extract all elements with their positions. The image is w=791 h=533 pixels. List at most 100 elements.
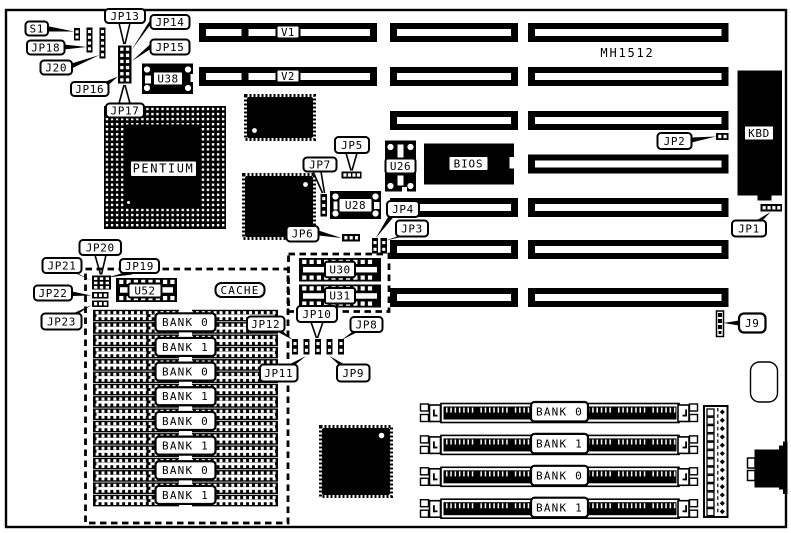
kbd-label: KBD bbox=[743, 124, 775, 142]
simm-bank-label-1-text: BANK 0 bbox=[536, 406, 583, 419]
cache-bank-label-3-text: BANK 0 bbox=[162, 366, 209, 379]
jp12-label-box bbox=[246, 315, 286, 333]
qfp-chip-b bbox=[242, 173, 316, 240]
isa-slot-left-1 bbox=[390, 23, 518, 42]
jp10-label-box bbox=[296, 305, 338, 323]
jp14-label: JP14 bbox=[149, 14, 191, 30]
isa-slot-right-5 bbox=[528, 198, 729, 217]
bios-label-box bbox=[447, 155, 490, 172]
jp23-jumper bbox=[92, 300, 109, 307]
jp12-leader bbox=[277, 331, 293, 340]
simm-bank-label-4-text: BANK 1 bbox=[536, 501, 583, 514]
jp1-leader bbox=[756, 212, 771, 221]
keyboard-connector: KBD bbox=[737, 70, 782, 201]
jp2-leader bbox=[691, 136, 716, 143]
u28-label-box bbox=[337, 197, 374, 214]
port-plug-1 bbox=[746, 457, 756, 469]
jp20-label: JP20 bbox=[78, 239, 122, 256]
jp18-leader bbox=[64, 44, 87, 50]
jp13-17-jumper-block bbox=[118, 45, 132, 84]
jp8-label: JP8 bbox=[349, 316, 384, 333]
j20-label-text: J20 bbox=[45, 61, 67, 74]
s1-label-box bbox=[24, 20, 49, 37]
isa-slot-right-3 bbox=[528, 111, 729, 130]
jp9-label-box bbox=[336, 363, 371, 383]
simm-bank-label-3-text: BANK 0 bbox=[536, 469, 583, 482]
jumper-row-2 bbox=[303, 339, 310, 355]
jp9-label-text: JP9 bbox=[342, 367, 364, 380]
jp7-jumper bbox=[320, 194, 327, 217]
cache-bank-label-8: BANK 1 bbox=[154, 484, 217, 506]
kbd-label-box bbox=[743, 124, 775, 142]
kbd-label-text: KBD bbox=[748, 127, 770, 140]
u28-label-text: U28 bbox=[345, 199, 366, 212]
simm-bank-label-3: BANK 0 bbox=[529, 464, 590, 487]
cache-area-dashed-box bbox=[84, 267, 290, 525]
jp5-jumper bbox=[341, 171, 362, 179]
u26-label-text: U26 bbox=[390, 160, 411, 173]
j9-label: J9 bbox=[737, 312, 767, 334]
jp19-label-text: JP19 bbox=[125, 260, 154, 273]
u52-label-text: U52 bbox=[134, 284, 155, 297]
simm-bank-label-1: BANK 0 bbox=[529, 400, 590, 423]
jp7-label: JP7 bbox=[302, 156, 338, 173]
cache-bank-label-8-box bbox=[154, 484, 217, 506]
jp3-label: JP3 bbox=[395, 219, 429, 238]
power-connector bbox=[703, 405, 729, 518]
cache-bank-label-2: BANK 1 bbox=[154, 336, 217, 358]
jp16-label-box bbox=[70, 81, 110, 97]
simm-bank-label-2-box bbox=[529, 432, 590, 455]
tag-ram-dashed-box bbox=[287, 252, 391, 313]
jp5-label-text: JP5 bbox=[341, 139, 363, 152]
jp18-label-box bbox=[26, 39, 66, 56]
simm-slots: BANK 0 BANK 1 BANK 0 BANK 1 bbox=[419, 400, 699, 520]
jp3-label-text: JP3 bbox=[401, 222, 423, 235]
jp13-label-box bbox=[104, 8, 146, 24]
u52-label-box bbox=[127, 282, 163, 299]
jp8-label-box bbox=[349, 316, 384, 333]
cache-bank-label-4-box bbox=[154, 386, 217, 407]
jp7-label-text: JP7 bbox=[309, 158, 331, 171]
jp11-label: JP11 bbox=[259, 363, 299, 383]
u26-label-box bbox=[384, 157, 417, 175]
jp6-label: JP6 bbox=[285, 225, 320, 243]
jp5-leader bbox=[345, 152, 358, 171]
jp22-leader bbox=[72, 291, 92, 296]
u52-label: U52 bbox=[127, 282, 163, 299]
jp15-label: JP15 bbox=[149, 38, 191, 56]
battery-outline bbox=[749, 361, 779, 403]
pentium-cpu-socket: PENTIUM bbox=[104, 106, 226, 229]
jp3-label-box bbox=[395, 219, 429, 238]
cache-bank-label-8-text: BANK 1 bbox=[162, 489, 209, 502]
jp22-label: JP22 bbox=[33, 284, 73, 302]
chip-u28: U28 bbox=[330, 191, 381, 219]
jp23-label-box bbox=[40, 312, 83, 331]
cache-bank-label-7-box bbox=[154, 460, 217, 481]
s1-switch bbox=[74, 28, 80, 41]
jp19-label-box bbox=[119, 258, 160, 274]
jp1-label-text: JP1 bbox=[738, 222, 760, 235]
jp10-label: JP10 bbox=[296, 305, 338, 323]
u38-label-text: U38 bbox=[157, 72, 178, 85]
qfp-chip-c bbox=[319, 425, 393, 498]
u52-label-socket: U52 bbox=[116, 278, 177, 302]
j9-jumper bbox=[715, 310, 725, 338]
cache-bank-label-3: BANK 0 bbox=[154, 361, 217, 382]
jp14-label-text: JP14 bbox=[156, 16, 185, 29]
cache-bank-label-4-text: BANK 1 bbox=[162, 390, 209, 403]
cache-bank-label-5: BANK 0 bbox=[154, 410, 217, 432]
isa-slot-left-2 bbox=[390, 67, 518, 86]
jp9-leader bbox=[329, 356, 345, 365]
jp20-jumper-block bbox=[92, 275, 111, 290]
u30-label-socket: U30 bbox=[299, 258, 381, 282]
jp4-label-text: JP4 bbox=[392, 203, 414, 216]
j20-label: J20 bbox=[39, 59, 73, 76]
u31-label: U31 bbox=[324, 287, 356, 305]
v2-label-box bbox=[275, 68, 301, 84]
simm-bank-label-2-text: BANK 1 bbox=[536, 438, 583, 451]
j20-leader bbox=[71, 55, 100, 69]
jp20-label-box bbox=[78, 239, 122, 256]
jp2-label: JP2 bbox=[656, 132, 693, 150]
